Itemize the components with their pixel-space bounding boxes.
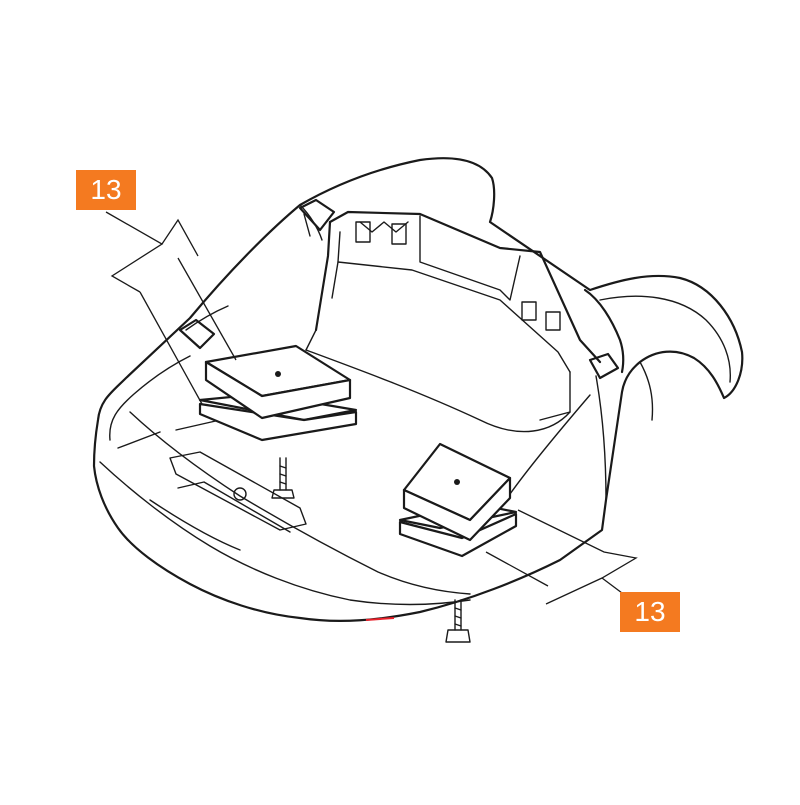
leader-lines-left [105, 211, 237, 405]
chassis-shell [92, 157, 744, 622]
front-bumper [117, 431, 307, 551]
screw-right [445, 599, 471, 643]
screw-left [271, 457, 295, 499]
red-mark [365, 617, 395, 621]
pad-right [398, 442, 518, 558]
part-number-callout-left: 13 [76, 170, 136, 210]
chassis-floor [175, 349, 571, 433]
part-number-callout-right: 13 [620, 592, 680, 632]
side-posts [178, 198, 620, 380]
pad-left [198, 344, 358, 442]
